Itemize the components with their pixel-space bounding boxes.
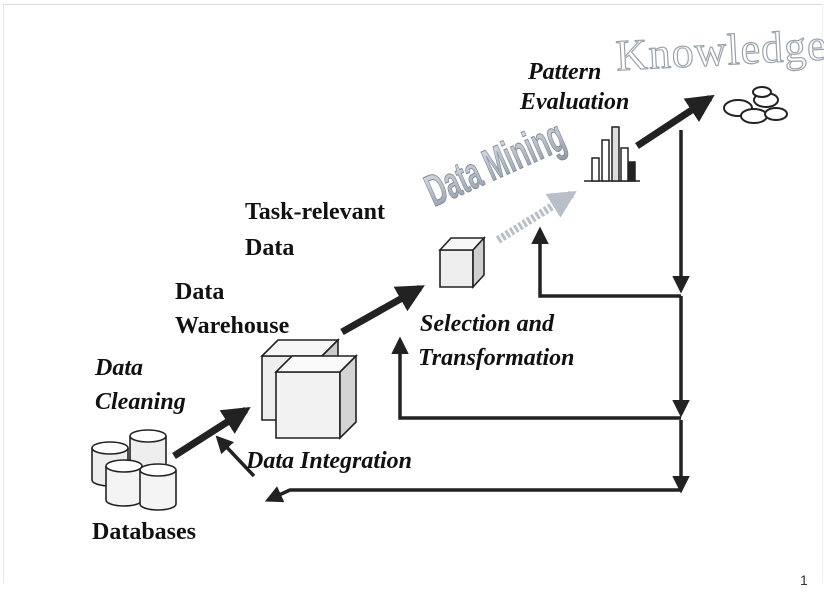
knowledge-wordart: Knowledge — [615, 20, 824, 80]
data-mining-arrow — [495, 190, 577, 244]
knowledge-pebbles-icon — [723, 86, 788, 124]
warehouse-label: Warehouse — [175, 313, 290, 339]
warehouse-data-label: Data — [175, 279, 225, 305]
evaluation-to-knowledge-arrow — [635, 94, 715, 149]
warehouse-to-task-data-arrow — [340, 284, 425, 336]
cleaning-data-label: Data — [95, 355, 143, 381]
data-integration-label: Data Integration — [246, 448, 413, 474]
task-data-label: Data — [245, 235, 295, 261]
bar-chart-icon — [584, 126, 640, 182]
evaluation-label: Evaluation — [520, 89, 630, 115]
cleaning-label: Cleaning — [95, 389, 186, 415]
process-arrows — [172, 94, 715, 459]
feedback-to-cleaning-arrow — [264, 486, 681, 503]
feedback-to-integration-arrow — [215, 435, 256, 478]
feedback-loops — [215, 130, 690, 503]
slide-frame — [3, 4, 823, 583]
pattern-label: Pattern — [528, 59, 602, 85]
data-warehouse-cubes — [260, 338, 358, 440]
task-relevant-label: Task-relevant — [245, 199, 386, 225]
databases-cylinders-icon — [91, 429, 177, 511]
selection-label: Selection and — [420, 311, 555, 337]
databases-label: Databases — [92, 519, 197, 545]
databases-to-warehouse-arrow — [172, 406, 251, 459]
feedback-to-mining-arrow — [531, 226, 681, 298]
transformation-label: Transformation — [418, 345, 575, 371]
data-mining-wordart: Data Mining — [418, 110, 573, 216]
task-relevant-data-cube — [438, 235, 486, 290]
page-number: 1 — [800, 572, 808, 588]
feedback-to-selection-arrow — [391, 336, 681, 420]
